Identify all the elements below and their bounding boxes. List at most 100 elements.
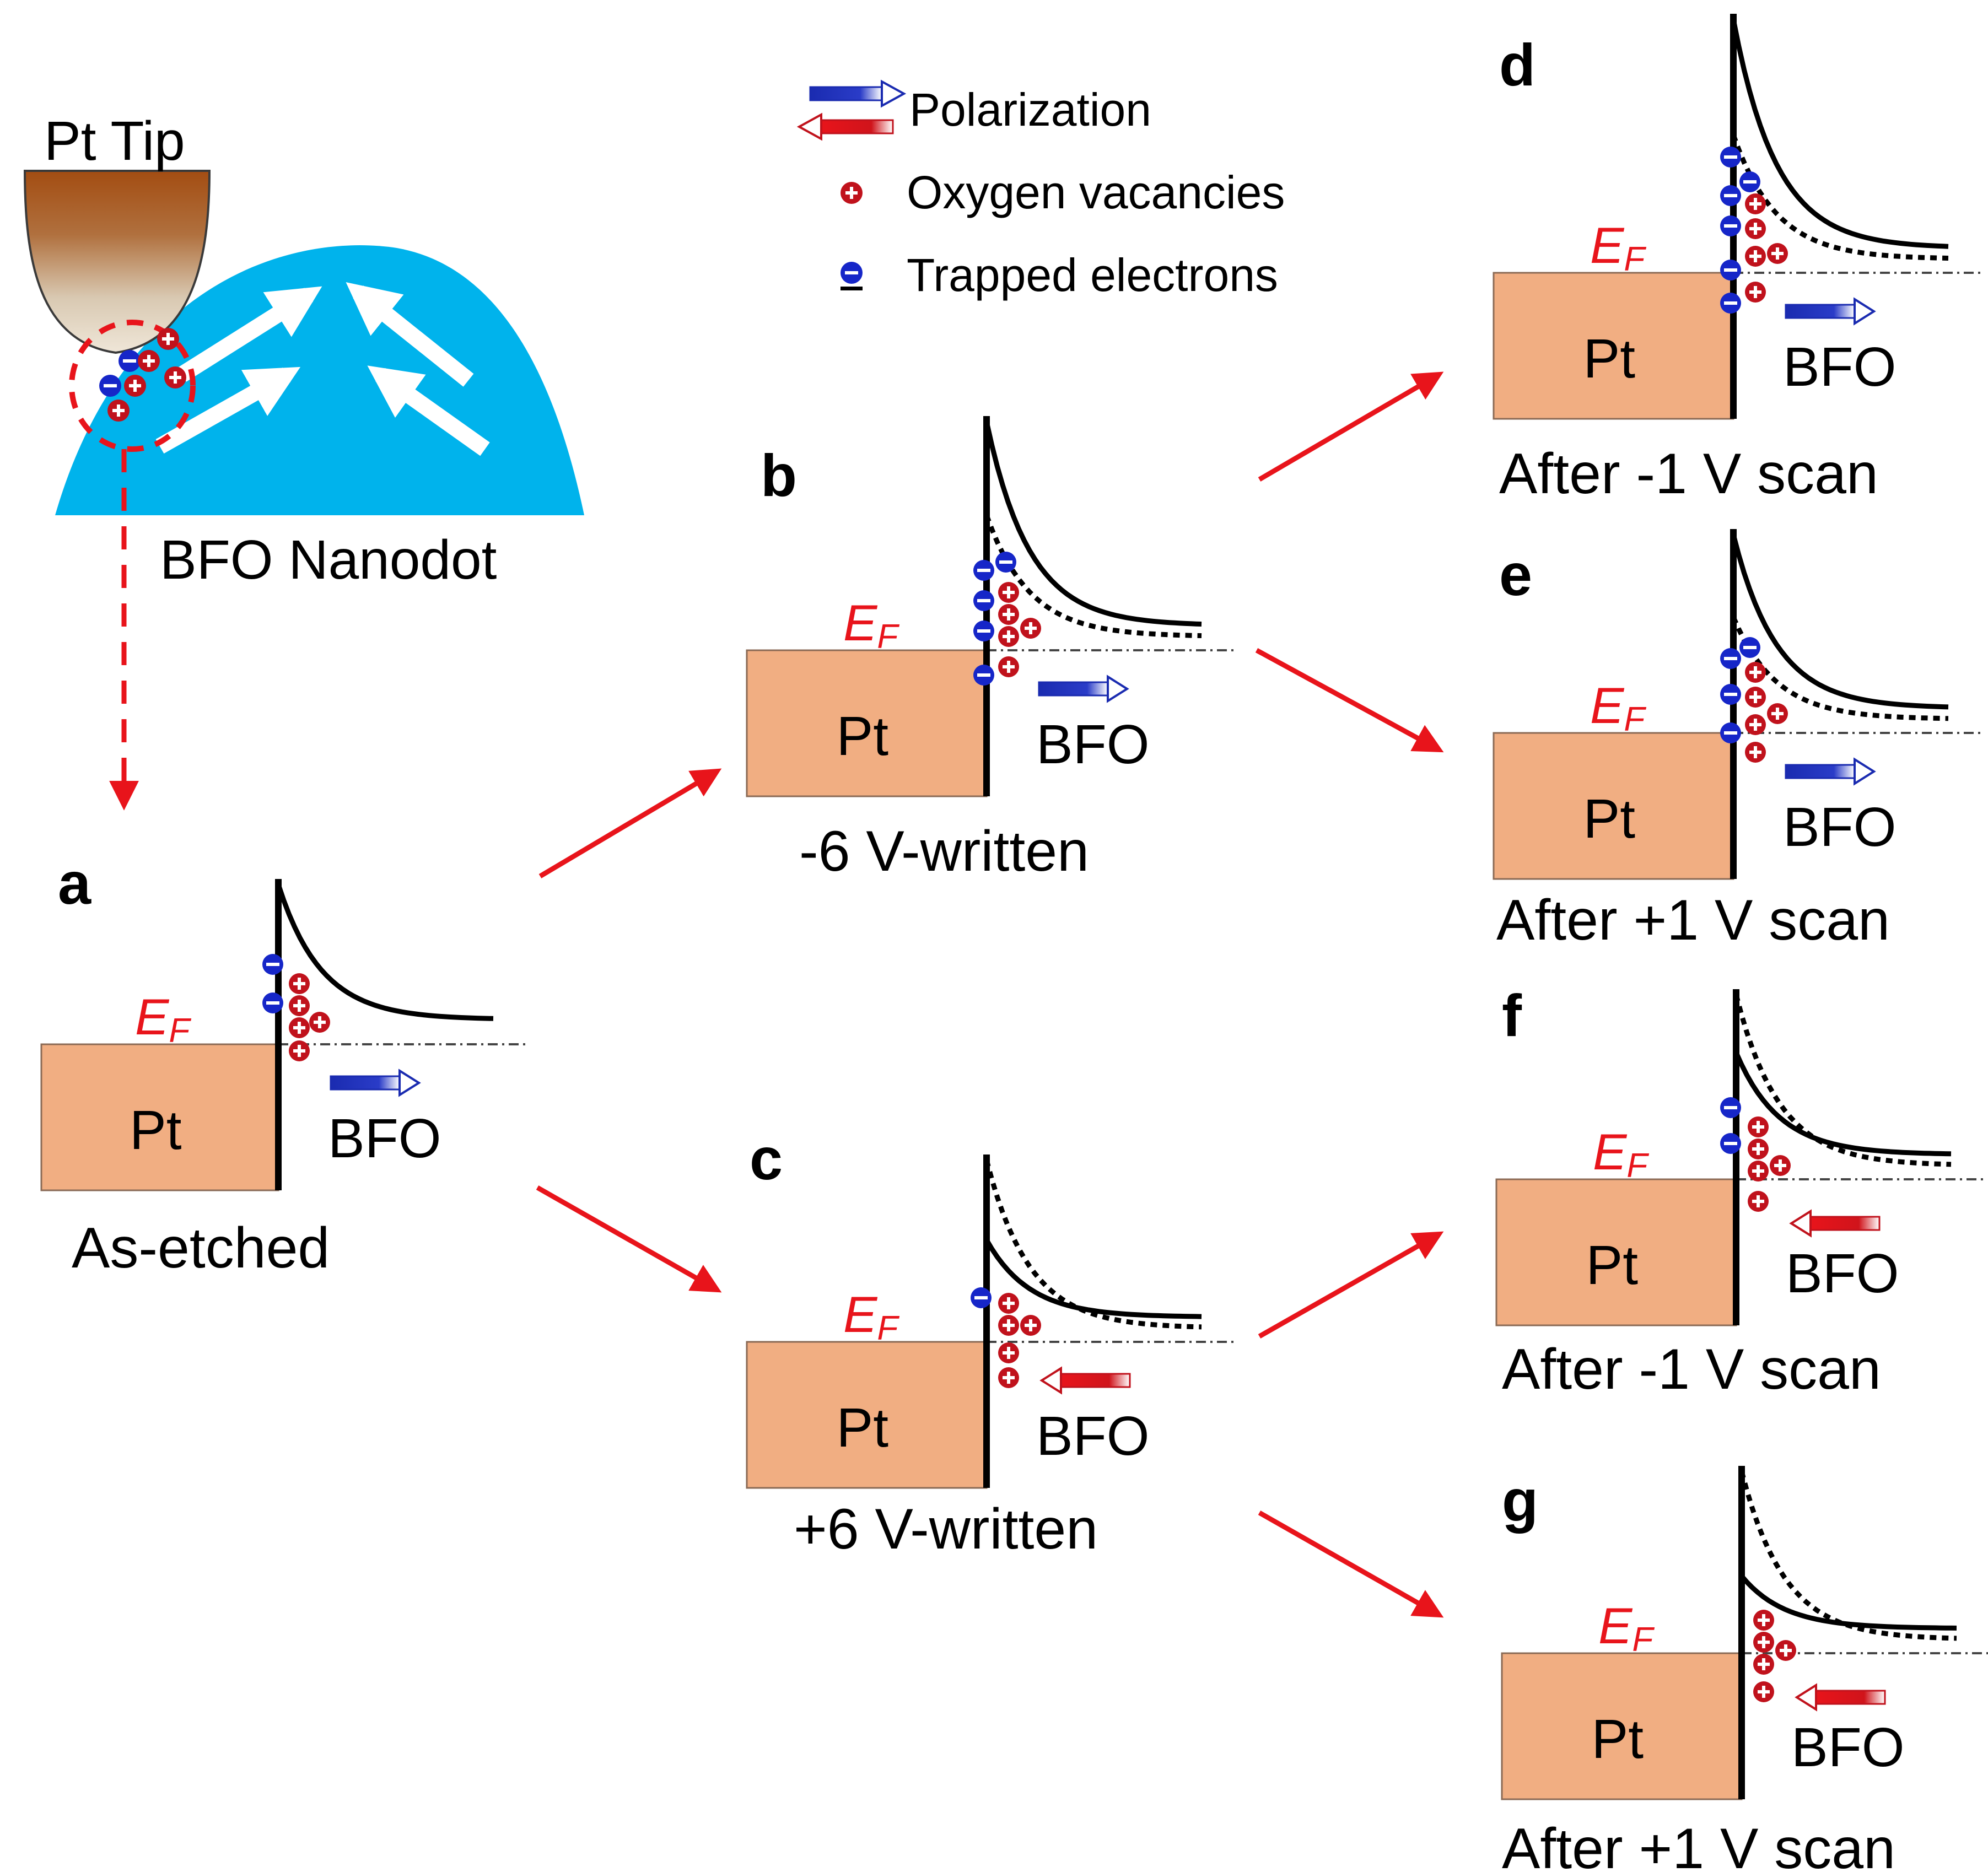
trapped-electron-icon — [973, 590, 994, 611]
reference-barrier-curve — [1733, 994, 1952, 1167]
contact-region-circle — [69, 320, 196, 452]
panel-a: EF Pt BFO aAs-etched — [40, 850, 526, 1280]
oxygen-vacancy-icon — [1748, 1191, 1769, 1212]
trapped-electron-icon — [262, 954, 283, 975]
metal-label: Pt — [130, 1099, 182, 1161]
oxide-label: BFO — [1786, 1243, 1899, 1304]
oxygen-vacancy-icon — [1745, 742, 1766, 763]
panel-letter: e — [1499, 541, 1532, 608]
panel-caption: After -1 V scan — [1499, 442, 1878, 506]
oxygen-vacancy-icon — [1745, 218, 1766, 239]
trapped-electron-icon — [973, 560, 994, 581]
barrier-curve — [1731, 19, 1949, 249]
trapped-electron-icon — [971, 1287, 992, 1308]
pt-metal-block — [746, 649, 988, 797]
arrow-a-to-b — [538, 768, 722, 878]
pt-tip — [23, 170, 211, 354]
oxygen-vacancy-icon — [1775, 1640, 1796, 1661]
fermi-level-label: EF — [1590, 218, 1646, 278]
reference-barrier-curve — [984, 1159, 1202, 1330]
oxide-label: BFO — [1036, 714, 1150, 775]
oxygen-vacancy-icon — [1767, 243, 1788, 264]
trapped-electron-icon — [1720, 293, 1741, 314]
oxide-label: BFO — [1036, 1405, 1150, 1467]
legend-vacancies: Oxygen vacancies — [907, 166, 1285, 218]
fermi-level-label: EF — [135, 989, 191, 1050]
trapped-electron-icon — [973, 621, 994, 641]
reference-barrier-curve — [984, 514, 1202, 638]
oxygen-vacancy-icon — [998, 626, 1019, 647]
oxygen-vacancy-icon — [289, 973, 310, 994]
contact-charges — [99, 328, 186, 422]
polarization-legend-icon — [796, 79, 907, 141]
panel-caption: As-etched — [72, 1216, 330, 1280]
oxygen-vacancy-icon — [998, 1315, 1019, 1336]
polar-arrow-icon — [155, 366, 301, 454]
polarization-arrow-icon — [330, 1069, 421, 1097]
polar-arrow-icon — [346, 282, 474, 387]
polarization-arrow-icon — [1038, 675, 1129, 703]
polarization-arrow-icon — [1795, 1683, 1886, 1712]
oxygen-vacancy-icon — [1745, 662, 1766, 683]
trapped-electron-icon — [973, 665, 994, 686]
trapped-electron-icon — [262, 992, 283, 1013]
barrier-curve — [984, 421, 1202, 627]
trapped-electron-icon — [1720, 260, 1741, 280]
oxygen-vacancy-icon — [1745, 687, 1766, 708]
fermi-level-label: EF — [843, 595, 899, 656]
trapped-electron-icon — [1720, 1097, 1741, 1118]
oxygen-vacancy-icon — [998, 656, 1019, 677]
barrier-curve — [1733, 1051, 1952, 1157]
polarization-arrow-icon — [1789, 1209, 1881, 1238]
pt-metal-block — [1501, 1652, 1743, 1800]
oxygen-vacancy-icon — [1753, 1632, 1774, 1653]
pt-metal-block — [1493, 272, 1734, 420]
nanodot-label: BFO Nanodot — [160, 529, 497, 591]
metal-label: Pt — [837, 1397, 889, 1459]
arrow-b-to-d — [1258, 371, 1444, 482]
trapped-electron-icon — [1720, 648, 1741, 669]
fermi-level-label: EF — [1590, 678, 1646, 738]
oxygen-vacancy-icon — [998, 582, 1019, 603]
trapped-electron-icon — [1720, 147, 1741, 168]
arrow-c-to-f — [1258, 1231, 1444, 1339]
tip-label: Pt Tip — [44, 110, 185, 172]
barrier-curve — [984, 1238, 1202, 1319]
tip-nanodot-schematic: Pt Tip BFO Nanodot — [23, 110, 584, 811]
polarization-arrow-icon — [1039, 1366, 1131, 1395]
panel-letter: g — [1502, 1467, 1538, 1534]
polarization-arrow-icon — [1785, 297, 1876, 326]
electron-legend-icon — [841, 262, 863, 290]
oxygen-vacancy-icon — [289, 1017, 310, 1038]
panel-letter: b — [761, 442, 797, 509]
panel-letter: f — [1502, 982, 1522, 1049]
arrow-a-to-c — [536, 1185, 722, 1293]
legend-polarization: Polarization — [909, 84, 1151, 136]
panel-letter: a — [58, 850, 91, 916]
polar-arrow-icon — [177, 286, 322, 382]
fermi-level-label: EF — [843, 1287, 899, 1347]
oxygen-vacancy-icon — [1745, 193, 1766, 214]
oxygen-vacancy-icon — [1748, 1139, 1769, 1159]
panel-caption: -6 V-written — [799, 819, 1089, 883]
oxygen-vacancy-icon — [1753, 1610, 1774, 1631]
oxygen-vacancy-icon — [309, 1012, 330, 1033]
pt-metal-block — [1495, 1178, 1737, 1326]
oxygen-vacancy-icon — [1753, 1681, 1774, 1702]
panel-letter: d — [1499, 31, 1536, 98]
pt-metal-block — [1493, 732, 1734, 880]
oxide-label: BFO — [328, 1108, 441, 1169]
trapped-electron-icon — [1739, 171, 1760, 192]
flow-arrows — [536, 371, 1444, 1618]
reference-barrier-curve — [1739, 1470, 1957, 1641]
oxygen-vacancy-icon — [998, 1367, 1019, 1388]
panel-caption: After +1 V scan — [1502, 1817, 1895, 1872]
trapped-electron-icon — [1739, 637, 1760, 658]
